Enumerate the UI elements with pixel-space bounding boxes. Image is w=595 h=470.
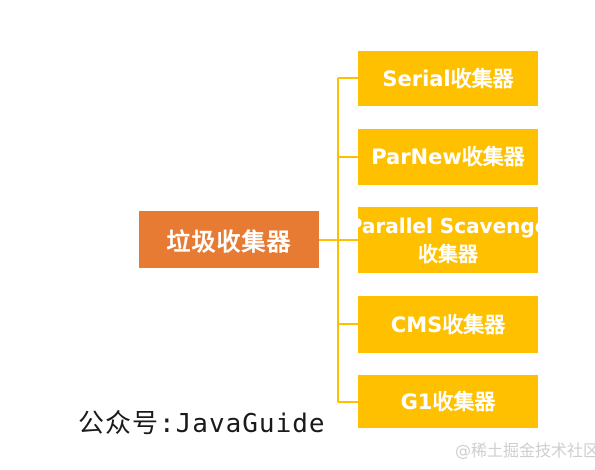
child-node-label: CMS收集器 <box>390 312 506 337</box>
root-node-label: 垃圾收集器 <box>166 228 292 256</box>
child-node-g1: G1收集器 <box>358 375 538 428</box>
child-node-label: ParNew收集器 <box>371 145 525 169</box>
child-node-parnew: ParNew收集器 <box>358 129 538 185</box>
child-node-parallel-scavenge: Parallel Scavenge 收集器 <box>348 207 548 273</box>
child-node-cms: CMS收集器 <box>358 296 538 353</box>
child-node-label: Serial收集器 <box>382 66 514 91</box>
root-node-garbage-collector: 垃圾收集器 <box>139 211 319 268</box>
child-node-label: G1收集器 <box>400 389 496 414</box>
watermark-text: @稀土掘金技术社区 <box>455 441 595 460</box>
child-node-serial: Serial收集器 <box>358 51 538 106</box>
child-node-label-line2: 收集器 <box>418 242 478 266</box>
child-node-label-line1: Parallel Scavenge <box>347 214 549 238</box>
caption-text: 公众号:JavaGuide <box>78 409 326 439</box>
